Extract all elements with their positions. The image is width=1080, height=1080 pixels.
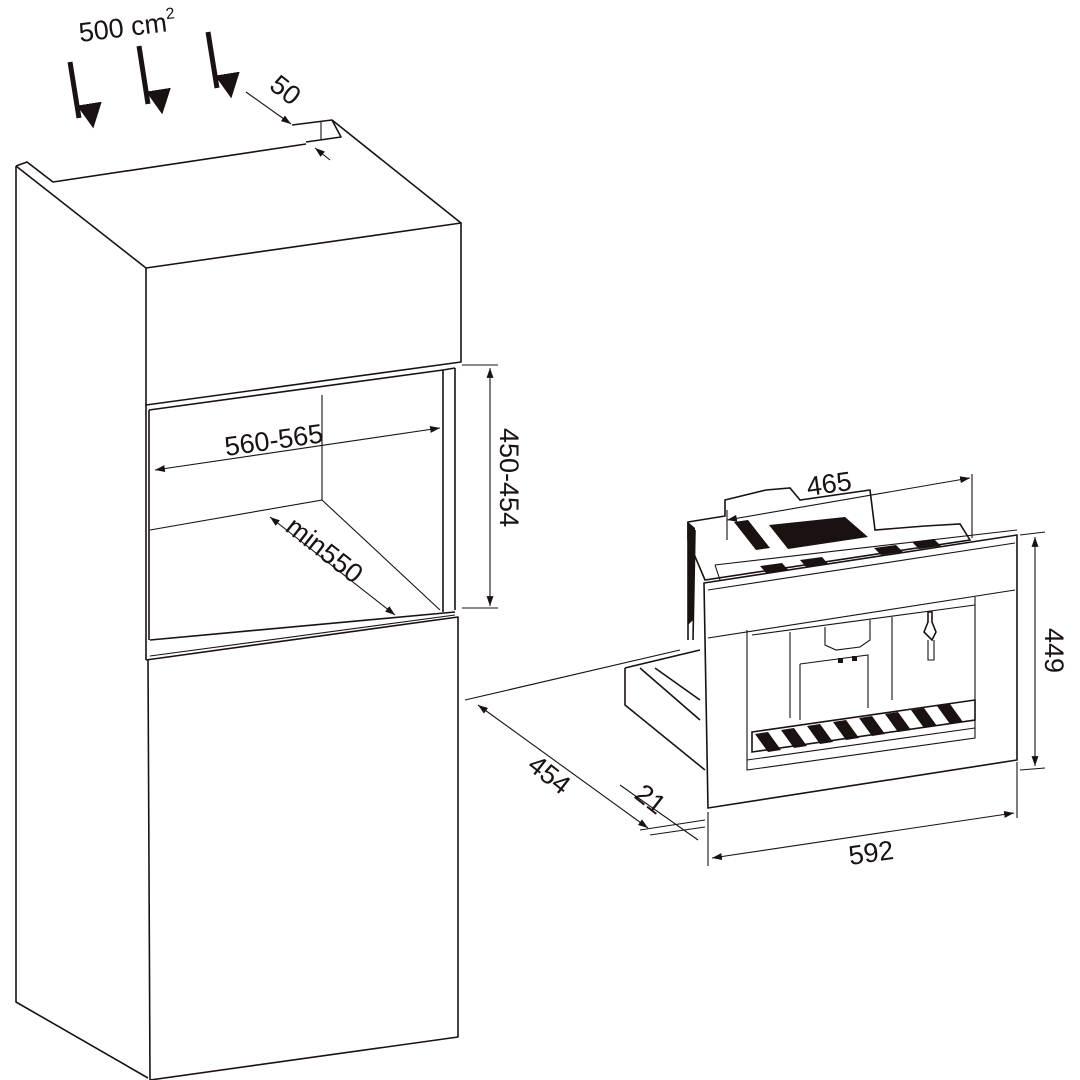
niche-width-label: 560-565 bbox=[223, 418, 325, 461]
body-width-label: 465 bbox=[805, 466, 854, 502]
front-width-label: 592 bbox=[847, 835, 896, 871]
depth-label: 454 bbox=[522, 749, 576, 800]
ventilation-area-label: 500 cm2 bbox=[77, 5, 178, 48]
niche-depth-label: min550 bbox=[280, 511, 368, 589]
front-height-label: 449 bbox=[1039, 628, 1069, 673]
down-arrow-icon bbox=[136, 45, 171, 115]
tall-cabinet bbox=[15, 119, 462, 1080]
niche-height-label: 450-454 bbox=[494, 428, 524, 527]
coffee-machine bbox=[624, 487, 1018, 809]
airflow-arrows bbox=[67, 31, 240, 129]
vent-gap-label: 50 bbox=[264, 69, 306, 111]
down-arrow-icon bbox=[205, 31, 240, 99]
down-arrow-icon bbox=[67, 61, 102, 129]
front-thickness-label: 21 bbox=[629, 778, 671, 820]
vent-gap bbox=[291, 119, 342, 143]
